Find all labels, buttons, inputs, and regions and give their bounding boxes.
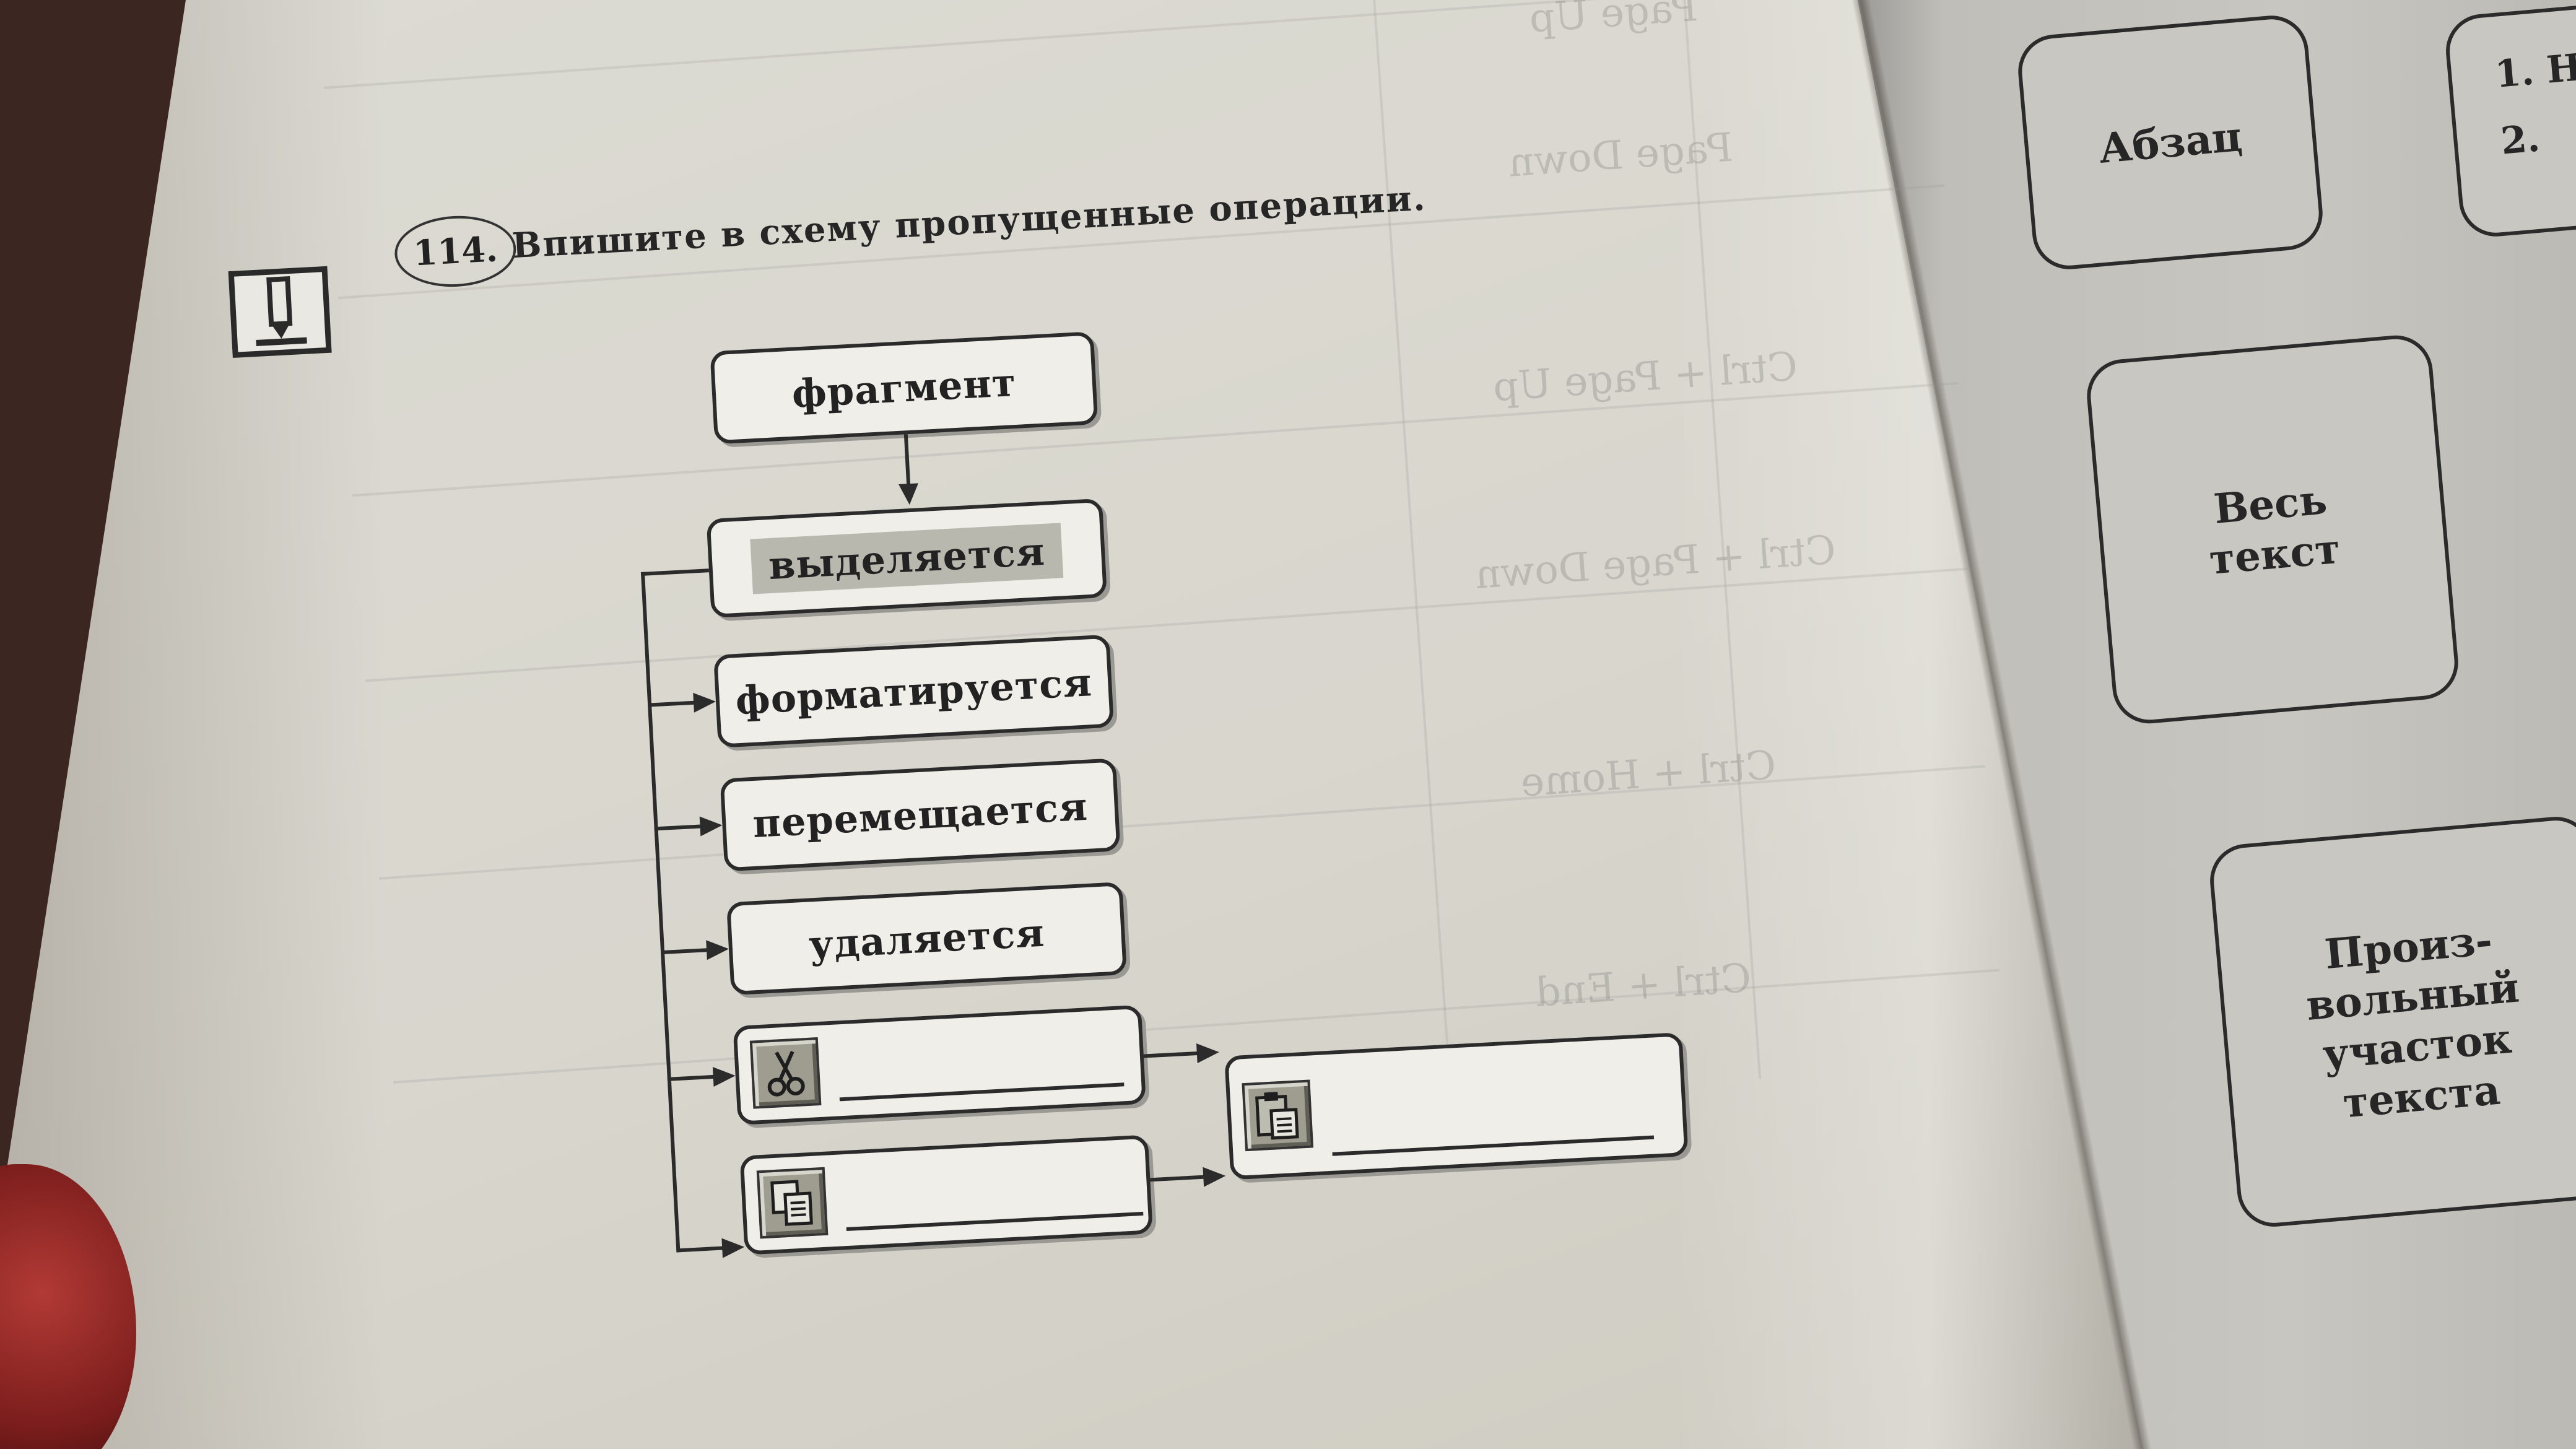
arrowhead	[1196, 1042, 1220, 1064]
box-format: форматируется	[713, 634, 1115, 748]
connector-branch-top	[640, 568, 710, 576]
card-list-item: 1. Н	[2493, 46, 2576, 97]
arrowhead	[706, 939, 729, 960]
card-paragraph-label: Абзац	[2097, 111, 2244, 173]
box-selected: выделяется	[706, 498, 1108, 619]
arrowhead	[1203, 1165, 1227, 1187]
copy-icon	[756, 1167, 829, 1239]
box-cut-blank	[733, 1004, 1146, 1125]
connector-root-down	[903, 434, 911, 490]
box-delete: удаляется	[726, 881, 1127, 996]
exercise-instruction: Впишите в схему пропущенные операции.	[511, 177, 1427, 267]
card-all-text-line: текст	[2207, 524, 2343, 584]
exercise-number: 114.	[393, 212, 518, 290]
card-paragraph: Абзац	[2015, 12, 2326, 272]
arrowhead	[899, 483, 920, 505]
connector-branch-spine	[640, 572, 681, 1253]
card-arbitrary-text: Произ- вольный участок текста	[2207, 814, 2576, 1230]
scissors-icon	[749, 1037, 822, 1109]
box-fragment: фрагмент	[710, 331, 1099, 445]
card-all-text: Весь текст	[2084, 332, 2461, 727]
box-move: перемещается	[720, 758, 1121, 872]
pencil-task-icon	[228, 266, 332, 358]
box-copy-blank	[739, 1134, 1153, 1255]
paste-icon	[1242, 1079, 1314, 1152]
connector-cut-to-paste	[1143, 1051, 1199, 1058]
connector	[654, 824, 704, 831]
card-list-partial: 1. Н 2.	[2443, 0, 2576, 240]
answer-line[interactable]	[839, 1082, 1125, 1102]
arrowhead	[712, 1066, 736, 1087]
connector	[660, 947, 711, 955]
arrowhead	[693, 691, 716, 713]
connector-branch-bottom	[676, 1246, 726, 1253]
connector	[667, 1074, 717, 1081]
box-selected-label: выделяется	[749, 522, 1064, 594]
arrowhead	[721, 1237, 746, 1258]
arrowhead	[699, 815, 723, 837]
connector-copy-to-paste	[1150, 1175, 1206, 1182]
answer-line[interactable]	[846, 1211, 1144, 1232]
connector	[648, 700, 698, 707]
answer-line[interactable]	[1332, 1135, 1655, 1156]
box-paste-blank	[1224, 1032, 1689, 1180]
